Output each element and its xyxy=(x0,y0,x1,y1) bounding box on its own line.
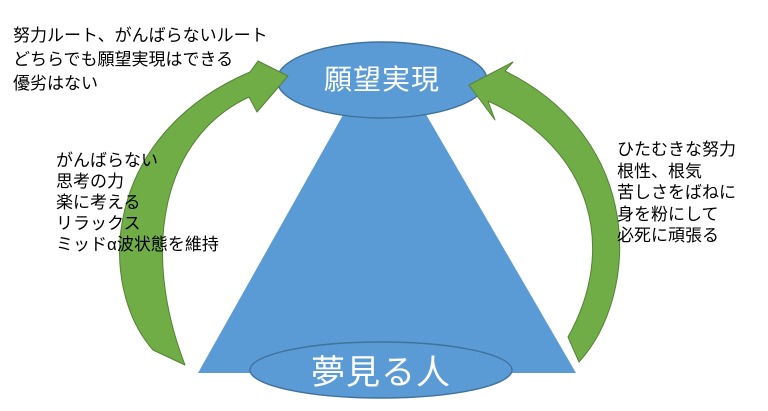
annotation-line: 優劣はない xyxy=(13,74,98,93)
annotation-left-route: がんばらない 思考の力 楽に考える リラックス ミッドα波状態を維持 xyxy=(56,150,219,255)
triangle-shape xyxy=(198,42,576,373)
annotation-top-left: 努力ルート、がんばらないルート どちらでも願望実現はできる 優劣はない xyxy=(13,24,268,96)
annotation-line: どちらでも願望実現はできる xyxy=(13,50,234,69)
annotation-line: 必死に頑張る xyxy=(617,226,719,245)
annotation-line: 根性、根気 xyxy=(617,161,702,181)
annotation-right-route: ひたむきな努力 根性、根気 苦しさをばねに 身を粉にして 必死に頑張る xyxy=(617,139,736,247)
annotation-line: 楽に考える xyxy=(56,193,141,212)
annotation-line: ミッドα波状態を維持 xyxy=(56,235,219,254)
right-curved-arrow-icon xyxy=(468,61,621,363)
annotation-line: 身を粉にして xyxy=(617,204,719,224)
annotation-line: 苦しさをばねに xyxy=(617,183,736,202)
annotation-line: 努力ルート、がんばらないルート xyxy=(13,26,268,45)
bottom-node-label: 夢見る人 xyxy=(311,354,451,392)
annotation-line: リラックス xyxy=(56,214,141,233)
left-curved-arrow-icon xyxy=(119,60,289,366)
top-node-label: 願望実現 xyxy=(323,64,440,95)
annotation-line: がんばらない xyxy=(56,151,158,170)
annotation-line: 思考の力 xyxy=(56,172,124,191)
bottom-node-ellipse xyxy=(249,341,513,399)
annotation-line: ひたむきな努力 xyxy=(617,140,736,159)
